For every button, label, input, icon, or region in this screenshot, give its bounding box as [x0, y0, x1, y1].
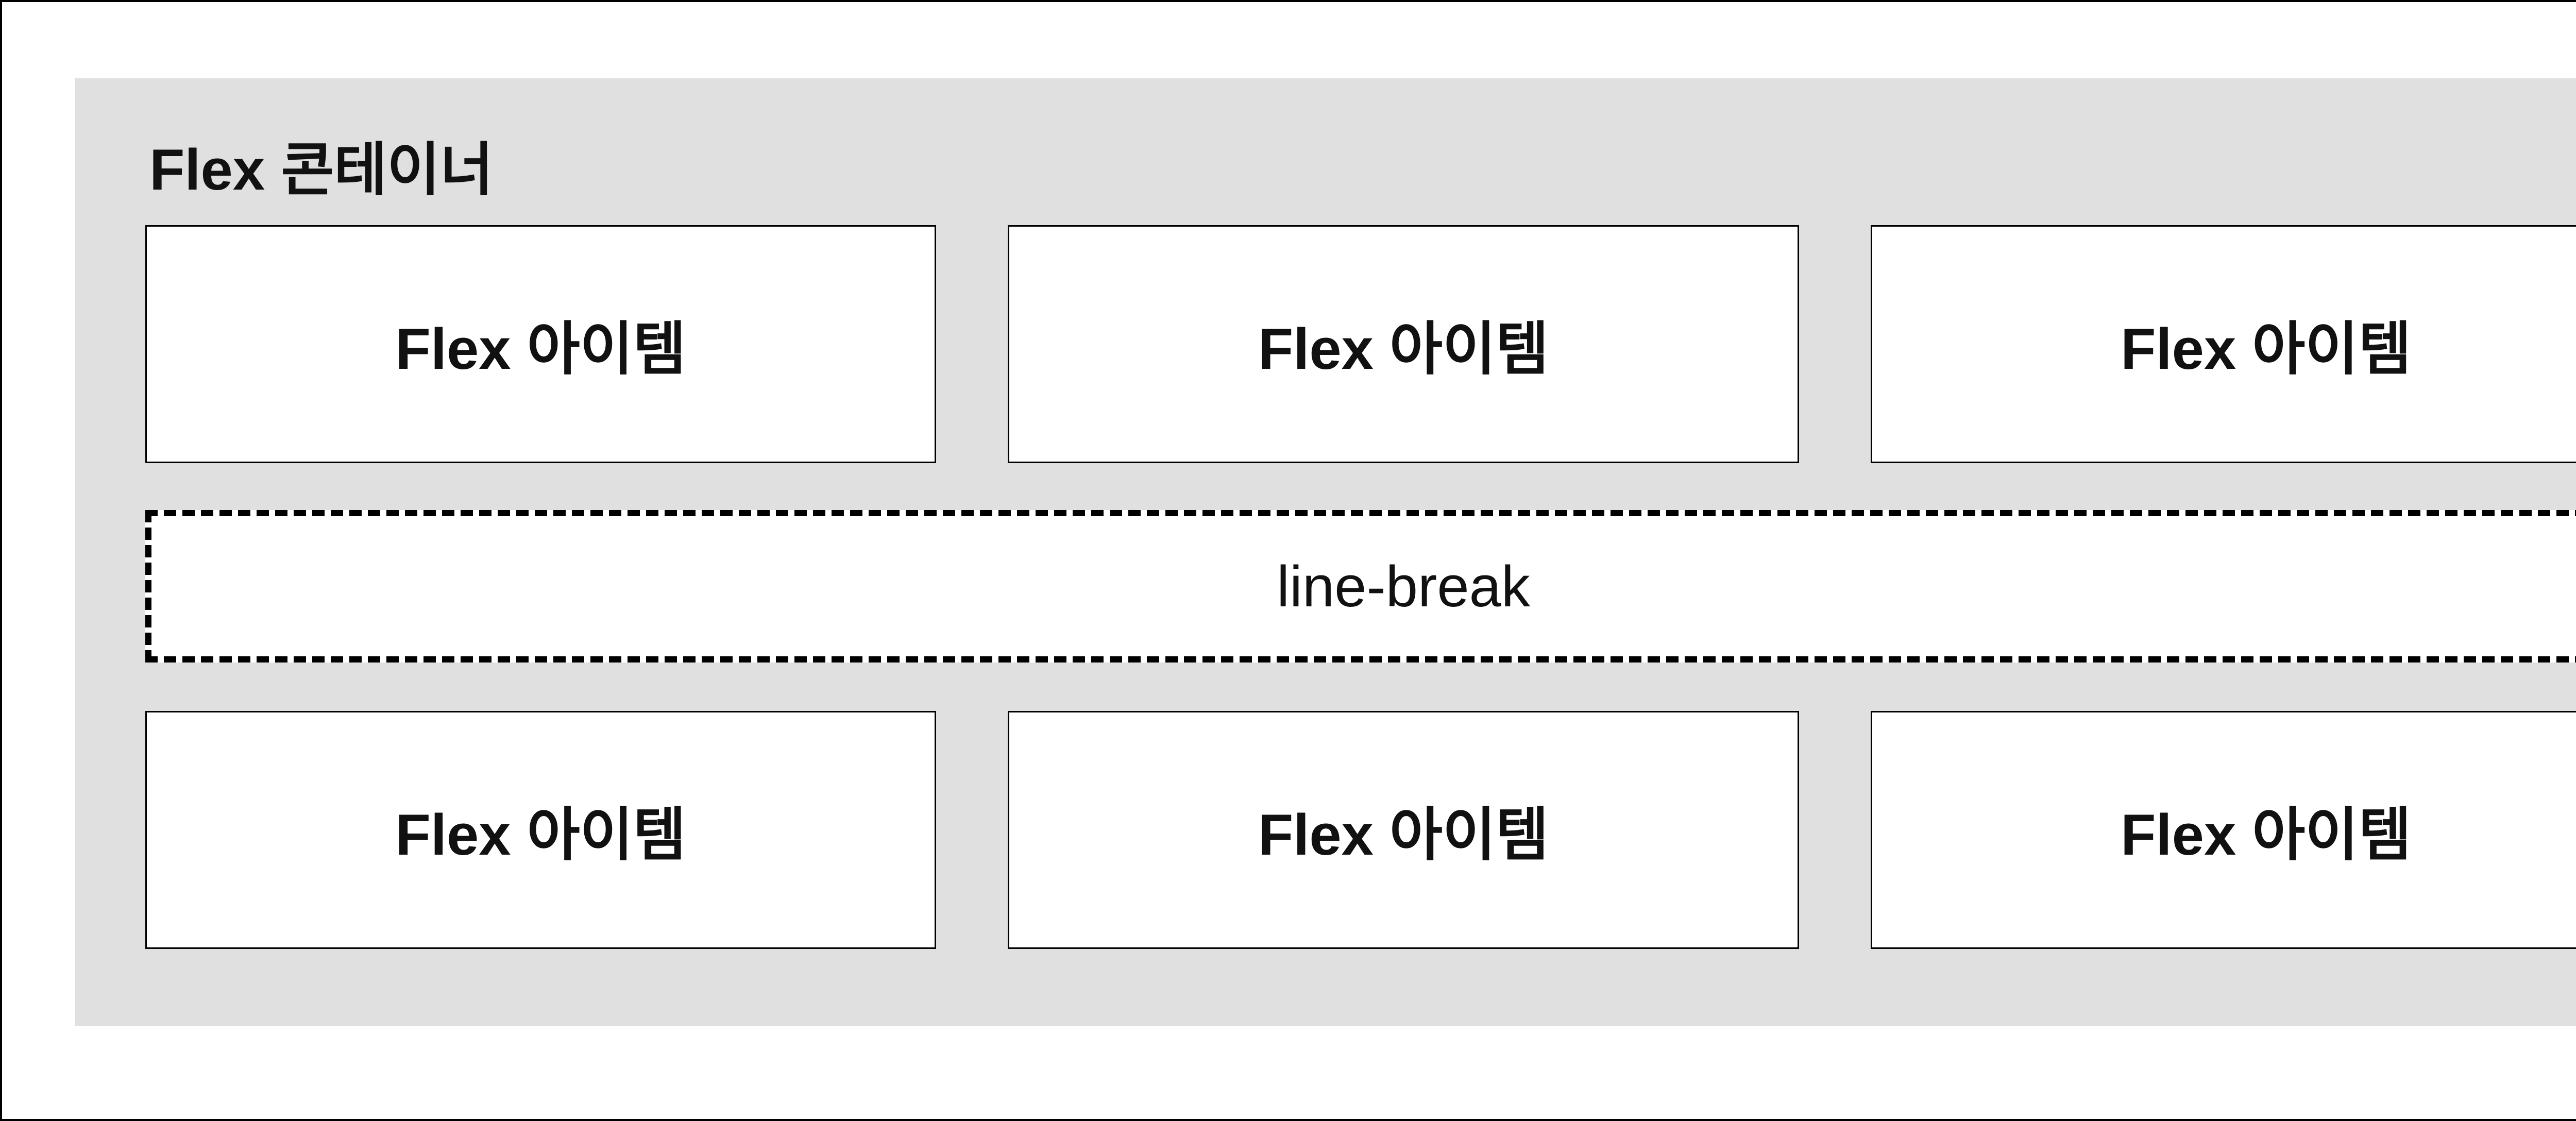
flex-container: Flex 콘테이너 Flex 아이템 Flex 아이템 Flex 아이템 lin… — [75, 78, 2576, 1026]
flex-item-label: Flex 아이템 — [1258, 317, 1549, 381]
flex-item-label: Flex 아이템 — [2121, 317, 2412, 381]
flex-item: Flex 아이템 — [145, 225, 937, 463]
flex-item: Flex 아이템 — [145, 711, 937, 949]
flex-container-label: Flex 콘테이너 — [149, 138, 494, 202]
flex-row-2: Flex 아이템 Flex 아이템 Flex 아이템 — [145, 711, 2576, 949]
flex-item: Flex 아이템 — [1870, 711, 2576, 949]
flex-row-1: Flex 아이템 Flex 아이템 Flex 아이템 — [145, 225, 2576, 463]
flex-item: Flex 아이템 — [1008, 711, 1799, 949]
flex-item: Flex 아이템 — [1008, 225, 1799, 463]
line-break-label: line-break — [1277, 554, 1530, 619]
flex-item-label: Flex 아이템 — [2121, 803, 2412, 867]
line-break-box: line-break — [145, 510, 2576, 663]
flex-item-label: Flex 아이템 — [395, 803, 686, 867]
flex-item-label: Flex 아이템 — [395, 317, 686, 381]
flex-item: Flex 아이템 — [1870, 225, 2576, 463]
flex-item-label: Flex 아이템 — [1258, 803, 1549, 867]
